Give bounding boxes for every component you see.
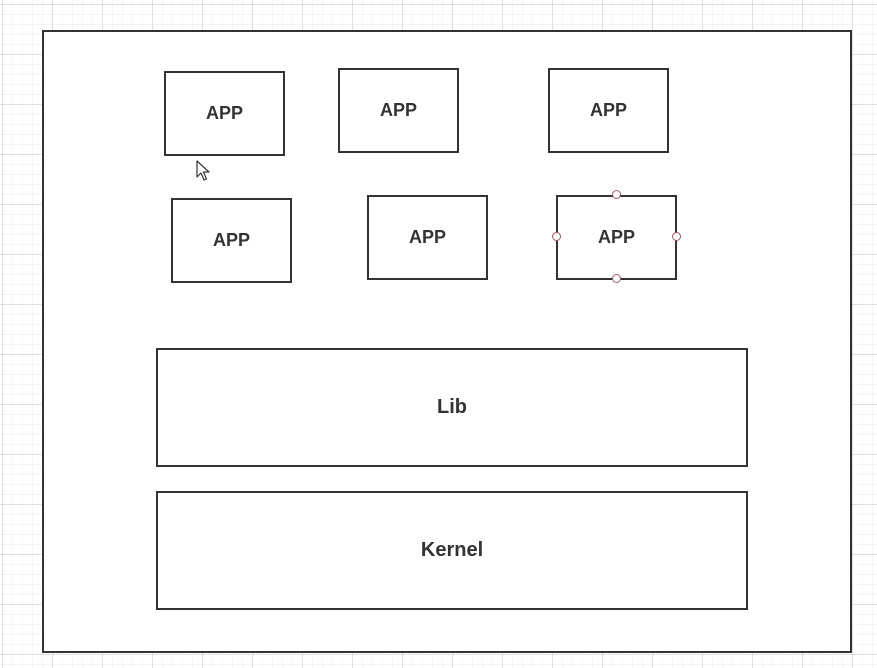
app-box[interactable]: APP xyxy=(171,198,292,283)
selection-handle-right[interactable] xyxy=(672,232,681,241)
app-box[interactable]: APP xyxy=(548,68,669,153)
app-box[interactable]: APP xyxy=(338,68,459,153)
app-box-label: APP xyxy=(597,227,635,247)
app-box[interactable]: APP xyxy=(164,71,285,156)
selection-handle-bottom[interactable] xyxy=(612,274,621,283)
arrow-pointer-icon xyxy=(196,160,210,181)
app-box-label: APP xyxy=(589,100,627,120)
kernel-layer-box[interactable]: Kernel xyxy=(156,491,748,610)
app-box-selected[interactable]: APP xyxy=(556,195,677,280)
app-box-label: APP xyxy=(379,100,417,120)
app-box-label: APP xyxy=(205,103,243,123)
app-box-label: APP xyxy=(408,227,446,247)
selection-handle-top[interactable] xyxy=(612,190,621,199)
lib-layer-label: Lib xyxy=(437,396,467,418)
kernel-layer-label: Kernel xyxy=(420,539,484,561)
app-box-label: APP xyxy=(212,230,250,250)
app-box[interactable]: APP xyxy=(367,195,488,280)
selection-handle-left[interactable] xyxy=(552,232,561,241)
lib-layer-box[interactable]: Lib xyxy=(156,348,748,467)
